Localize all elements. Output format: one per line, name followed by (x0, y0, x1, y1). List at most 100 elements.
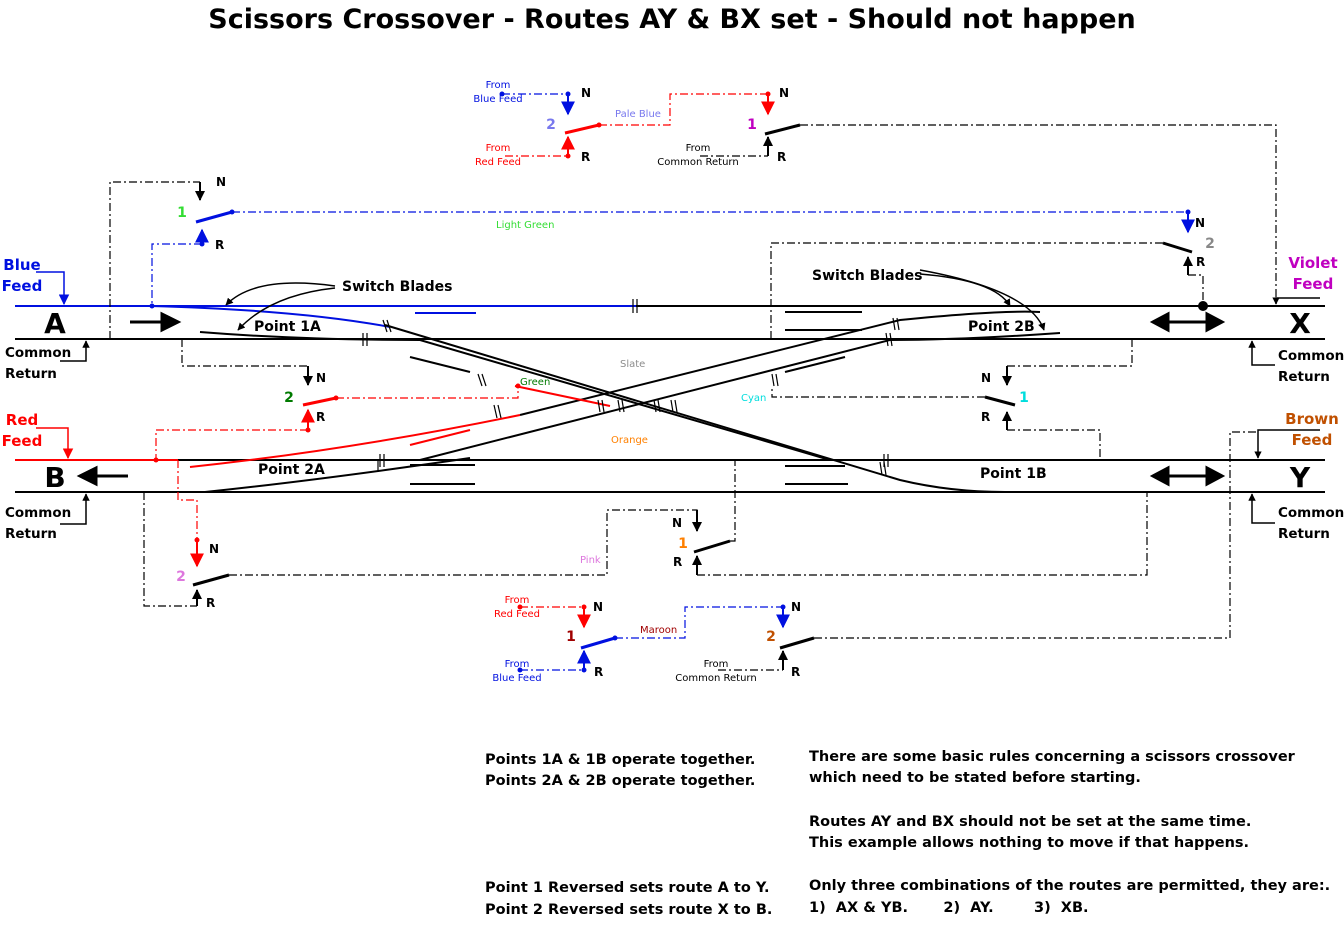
switch-number-1-maroon: 1 (566, 629, 576, 645)
svg-text:Red Feed: Red Feed (494, 609, 540, 620)
switch-blades-label-left: Switch Blades (342, 279, 452, 295)
svg-text:R: R (581, 150, 590, 164)
switch-number-2-pale-blue: 2 (546, 117, 556, 133)
svg-text:R: R (981, 410, 990, 424)
svg-text:R: R (594, 665, 603, 679)
switch-2-left-green (153, 366, 521, 463)
note-right-2: which need to be stated before starting. (809, 770, 1141, 786)
diagonal-x-b-red (189, 414, 521, 468)
violet-feed-line1: Violet (1288, 254, 1337, 272)
common-return-b-1: Common (5, 505, 71, 521)
switch-1-bottom-orange (692, 510, 731, 575)
svg-text:R: R (316, 410, 325, 424)
svg-text:N: N (209, 542, 219, 556)
svg-text:R: R (206, 596, 215, 610)
track-rails (15, 305, 1325, 493)
switch-number-1-orange: 1 (678, 536, 688, 552)
svg-text:Common Return: Common Return (657, 157, 738, 168)
wire-label-cyan: Cyan (741, 393, 766, 404)
diagonal-x-b-3 (204, 457, 471, 493)
end-label-a: A (44, 307, 66, 340)
notes-left: Points 1A & 1B operate together. Points … (485, 752, 772, 918)
svg-text:R: R (791, 665, 800, 679)
switch-number-1-light-green: 1 (177, 205, 187, 221)
switch-1-bottom-cluster (517, 604, 618, 673)
svg-text:N: N (593, 600, 603, 614)
svg-text:From: From (505, 659, 530, 670)
svg-text:N: N (791, 600, 801, 614)
svg-text:R: R (673, 555, 682, 569)
end-label-y: Y (1289, 461, 1311, 494)
svg-text:R: R (1196, 255, 1205, 269)
direction-arrows (76, 311, 1226, 487)
wire-label-slate: Slate (620, 359, 645, 370)
note-right-5: Only three combinations of the routes ar… (809, 878, 1330, 894)
switch-1-top-left (149, 182, 235, 309)
svg-text:Blue Feed: Blue Feed (473, 94, 522, 105)
violet-feed-line2: Feed (1293, 275, 1334, 293)
switch-number-1-violet: 1 (747, 117, 757, 133)
wire-label-pink: Pink (580, 555, 601, 566)
brown-feed-line1: Brown (1285, 410, 1339, 428)
note-left-2: Points 2A & 2B operate together. (485, 773, 755, 789)
svg-text:N: N (981, 371, 991, 385)
notes-right: There are some basic rules concerning a … (809, 749, 1330, 916)
note-left-3: Point 1 Reversed sets route A to Y. (485, 880, 769, 896)
switch-number-1-cyan: 1 (1019, 390, 1029, 406)
red-feed-line2: Feed (2, 432, 43, 450)
svg-text:N: N (1195, 216, 1205, 230)
diagonal-a-y-1 (199, 331, 831, 461)
svg-text:From: From (486, 143, 511, 154)
switch-blade-1a (149, 305, 391, 328)
common-return-y-1: Common (1278, 505, 1344, 521)
common-return-y-2: Return (1278, 526, 1330, 542)
blue-feed-line2: Feed (2, 277, 43, 295)
insulated-joints (362, 299, 900, 476)
point-1b-label: Point 1B (980, 466, 1047, 482)
svg-text:N: N (672, 516, 682, 530)
green-rail-section (514, 385, 611, 407)
switch-1-top-cluster (761, 91, 801, 156)
note-right-4: This example allows nothing to move if t… (809, 835, 1249, 851)
point-1a-label: Point 1A (254, 319, 321, 335)
brown-feed-line2: Feed (1292, 431, 1333, 449)
common-return-b-2: Return (5, 526, 57, 542)
diagonal-x-b-2 (519, 310, 1041, 416)
switch-number-2-grey: 2 (1205, 236, 1215, 252)
note-right-6: 1) AX & YB. 2) AY. 3) XB. (809, 900, 1089, 916)
blue-feed-line1: Blue (3, 256, 40, 274)
switch-number-2-pink: 2 (176, 569, 186, 585)
end-label-x: X (1289, 307, 1311, 340)
switch-2-top-cluster (499, 91, 602, 159)
diagonal-x-b-1 (419, 332, 1061, 461)
svg-text:From: From (505, 595, 530, 606)
switch-blades-label-right: Switch Blades (812, 268, 922, 284)
switch-2-bottom-cluster (776, 604, 815, 670)
point-2a-label: Point 2A (258, 462, 325, 478)
wire-label-light-green: Light Green (496, 220, 554, 231)
svg-text:Blue Feed: Blue Feed (492, 673, 541, 684)
wire-label-pale-blue: Pale Blue (615, 109, 661, 120)
svg-text:From: From (704, 659, 729, 670)
svg-text:From: From (686, 143, 711, 154)
contact-labels: N R N R N R N R N R N R N R N R N R N R (206, 86, 1205, 679)
note-left-4: Point 2 Reversed sets route X to B. (485, 902, 772, 918)
svg-text:R: R (777, 150, 786, 164)
note-right-1: There are some basic rules concerning a … (809, 749, 1296, 765)
wiring (109, 93, 1277, 671)
wire-label-orange: Orange (611, 435, 648, 446)
diagonal-a-y-2 (384, 324, 1006, 493)
common-return-x-2: Return (1278, 369, 1330, 385)
wire-label-green: Green (520, 377, 550, 388)
common-return-x-1: Common (1278, 348, 1344, 364)
from-labels: From Blue Feed From Red Feed From Common… (473, 80, 756, 684)
common-return-a-2: Return (5, 366, 57, 382)
switch-number-2-green: 2 (284, 390, 294, 406)
svg-text:From: From (486, 80, 511, 91)
svg-text:N: N (581, 86, 591, 100)
point-2b-label: Point 2B (968, 319, 1035, 335)
switch-2-bottom-left (190, 537, 230, 606)
svg-text:Red Feed: Red Feed (475, 157, 521, 168)
annotation-arrows (36, 269, 1320, 525)
